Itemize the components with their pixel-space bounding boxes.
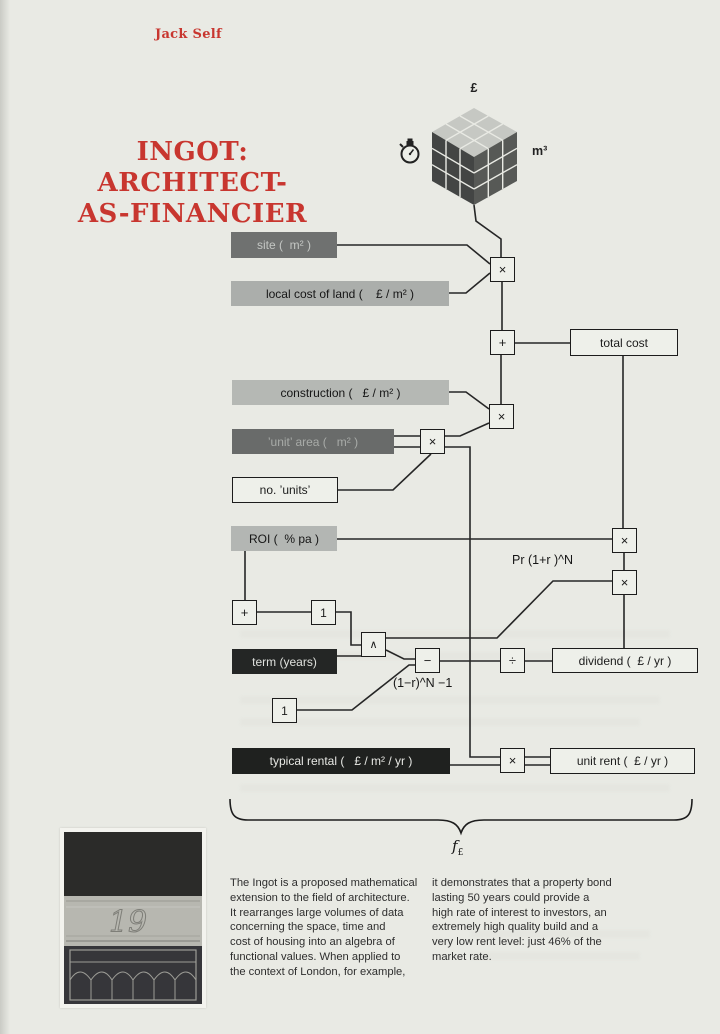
function-subscript: £ (457, 848, 464, 858)
input-box-typical-rental: typical rental ( £ / m² / yr ) (232, 748, 450, 774)
stopwatch-icon (399, 138, 420, 164)
showthrough-artifact (240, 630, 670, 638)
input-box-site: site ( m² ) (231, 232, 337, 258)
output-box-unit-rent: unit rent ( £ / yr ) (550, 748, 695, 774)
input-label: typical rental ( £ / m² / yr ) (269, 754, 413, 768)
showthrough-artifact (470, 930, 650, 938)
cube-volume-label: m³ (532, 144, 548, 158)
output-box-total-cost: total cost (570, 329, 678, 356)
showthrough-artifact (470, 952, 640, 960)
input-label: no. ’units’ (259, 483, 311, 497)
caption-column-1: The Ingot is a proposed mathematical ext… (230, 877, 418, 978)
cube-currency-label: £ (470, 81, 478, 95)
operator-multiply: × (420, 429, 445, 454)
showthrough-artifact (240, 784, 670, 792)
door-number: 19 (109, 905, 147, 940)
constant-one: 1 (272, 698, 297, 723)
caption-column-2: it demonstrates that a property bond las… (432, 877, 612, 963)
operator-subtract: − (415, 648, 440, 673)
input-box-local-cost-of-land: local cost of land ( £ / m² ) (231, 281, 449, 306)
pr-formula-label: Pr (1+r )^N (512, 553, 574, 567)
underbrace (229, 798, 693, 836)
input-label: term (years) (252, 654, 317, 669)
output-label: unit rent ( £ / yr ) (576, 754, 669, 768)
output-label: dividend ( £ / yr ) (578, 653, 672, 668)
input-box-unit-area: ’unit’ area ( m² ) (232, 429, 394, 454)
input-box-construction: construction ( £ / m² ) (232, 380, 449, 405)
operator-power: ∧ (361, 632, 386, 657)
operator-multiply: × (612, 570, 637, 595)
output-box-dividend: dividend ( £ / yr ) (552, 648, 698, 673)
denominator-formula-label: (1−r)^N −1 (393, 676, 453, 690)
operator-add: + (490, 330, 515, 355)
input-box-term: term (years) (232, 649, 337, 674)
showthrough-artifact (240, 652, 650, 660)
ingot-cube-icon (431, 108, 518, 205)
function-of-pounds-label: f£ (452, 837, 463, 858)
input-box-no-units: no. ’units’ (232, 477, 338, 503)
showthrough-artifact (240, 718, 640, 726)
operator-multiply: × (612, 528, 637, 553)
output-label: total cost (599, 335, 649, 350)
input-label: site ( m² ) (257, 238, 311, 252)
page-title: INGOT: ARCHITECT- AS-FINANCIER (77, 137, 308, 229)
doorway-photo-art: 19 (60, 828, 206, 1008)
author-name: Jack Self (155, 27, 222, 42)
doorway-photograph: 19 (60, 828, 206, 1008)
input-box-roi: ROI ( % pa ) (231, 526, 337, 551)
operator-divide: ÷ (500, 648, 525, 673)
operator-multiply: × (490, 257, 515, 282)
operator-multiply: × (489, 404, 514, 429)
diagram-wires (244, 204, 625, 766)
input-label: ROI ( % pa ) (248, 531, 319, 546)
input-label: local cost of land ( £ / m² ) (265, 286, 415, 301)
constant-one: 1 (311, 600, 336, 625)
operator-multiply: × (500, 748, 525, 773)
operator-add: + (232, 600, 257, 625)
input-label: ’unit’ area ( m² ) (267, 434, 359, 449)
input-label: construction ( £ / m² ) (280, 385, 401, 400)
function-letter: f (452, 837, 458, 855)
showthrough-artifact (240, 696, 660, 704)
